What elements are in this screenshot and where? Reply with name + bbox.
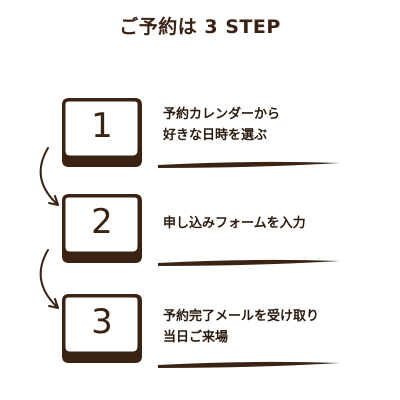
step-3-line-2: 当日ご来場 [163, 330, 229, 345]
step-1-number: 1 [91, 106, 113, 146]
step-1-box [62, 98, 142, 167]
step-1-text: 予約カレンダーから 好きな日時を選ぶ [163, 104, 280, 146]
arrow-1-to-2 [39, 147, 59, 206]
arrow-2-to-3 [39, 249, 59, 309]
step-2-line-1: 申し込みフォームを入力 [163, 216, 306, 231]
step-3-underline [158, 361, 340, 368]
step-1-line-1: 予約カレンダーから [163, 107, 281, 122]
step-2-box [62, 194, 142, 263]
step-2-underline [158, 259, 340, 266]
step-3-line-1: 予約完了メールを受け取り [163, 309, 320, 324]
page-title: ご予約は 3 STEP [119, 16, 281, 38]
step-3-number: 3 [91, 302, 113, 342]
step-3-text: 予約完了メールを受け取り 当日ご来場 [163, 306, 319, 348]
step-1-underline [158, 161, 340, 168]
step-3-box [62, 294, 142, 363]
step-2-text: 申し込みフォームを入力 [163, 213, 306, 234]
step-1-line-2: 好きな日時を選ぶ [163, 128, 268, 143]
step-2-number: 2 [91, 202, 113, 242]
